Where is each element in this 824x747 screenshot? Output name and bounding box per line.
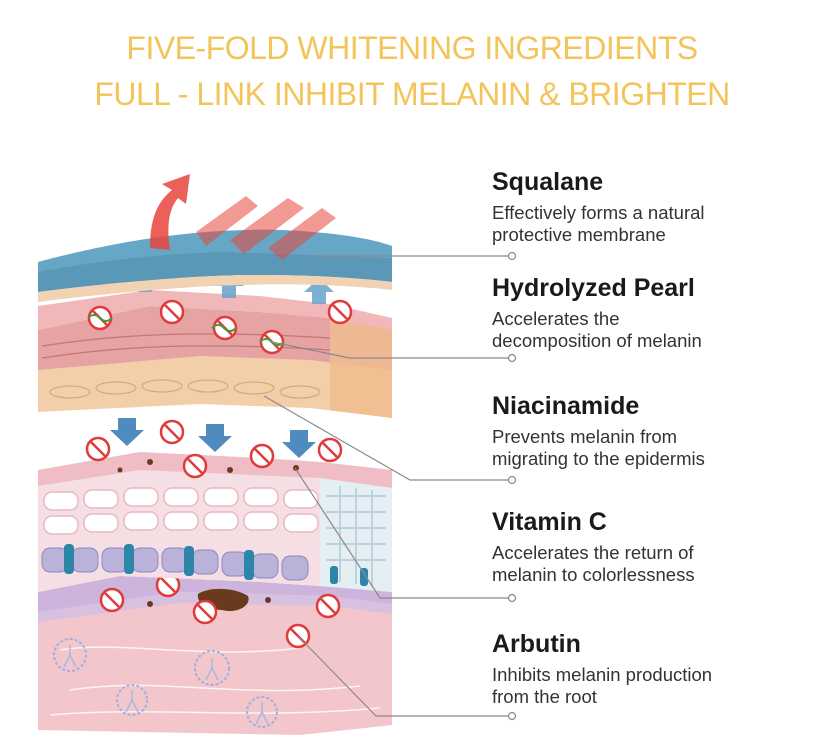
ingredient-desc: Accelerates the decomposition of melanin [492,308,812,352]
ingredient-name: Arbutin [492,630,581,658]
desc-line-2: decomposition of melanin [492,330,702,351]
ingredient-vitamin-c: Vitamin C Accelerates the return of mela… [492,508,812,586]
desc-line-1: Effectively forms a natural [492,202,705,223]
inhibit-icon [249,443,275,469]
lattice-icon [116,684,148,716]
desc-line-2: protective membrane [492,224,666,245]
ingredient-name: Hydrolyzed Pearl [492,274,695,302]
inhibit-icon [192,599,218,625]
lattice-icon [194,650,230,686]
leader-dot [507,593,517,603]
inhibit-icon [159,419,185,445]
ingredient-desc: Prevents melanin from migrating to the e… [492,426,812,470]
desc-line-1: Prevents melanin from [492,426,678,447]
inhibit-icon [327,299,353,325]
desc-line-1: Accelerates the return of [492,542,694,563]
lattice-icon [246,696,278,728]
desc-line-2: from the root [492,686,597,707]
ingredient-name: Vitamin C [492,508,607,536]
desc-line-2: melanin to colorlessness [492,564,695,585]
protective-membrane [38,229,392,302]
desc-line-1: Accelerates the [492,308,620,329]
reflection-arrows [150,174,336,260]
leader-dot [507,251,517,261]
inhibit-icon [159,299,185,325]
ingredient-hydrolyzed-pearl: Hydrolyzed Pearl Accelerates the decompo… [492,274,812,352]
leader-lines [263,255,512,717]
inhibit-icon [99,587,125,613]
ingredient-desc: Effectively forms a natural protective m… [492,202,812,246]
inhibit-icon [315,593,341,619]
lattice-icon [53,638,87,672]
title-line-2: FULL - LINK INHIBIT MELANIN & BRIGHTEN [94,76,730,112]
ingredient-squalane: Squalane Effectively forms a natural pro… [492,168,812,246]
migration-arrows [110,418,316,458]
inhibit-icon [85,436,111,462]
ingredient-name: Squalane [492,168,604,196]
basal-layer [38,572,392,649]
tissue-layer [38,290,392,418]
ingredient-arbutin: Arbutin Inhibits melanin production from… [492,630,812,708]
desc-line-2: migrating to the epidermis [492,448,705,469]
inhibit-icon [317,437,343,463]
desc-line-1: Inhibits melanin production [492,664,713,685]
ingredient-desc: Inhibits melanin production from the roo… [492,664,812,708]
epidermis-cell-layer [38,419,392,592]
inhibit-icon [182,453,208,479]
leader-dot [507,475,517,485]
leader-dot [507,711,517,721]
ingredient-desc: Accelerates the return of melanin to col… [492,542,812,586]
title-line-1: FIVE-FOLD WHITENING INGREDIENTS [126,30,698,66]
leader-dot [507,353,517,363]
ingredient-name: Niacinamide [492,392,640,420]
ingredient-niacinamide: Niacinamide Prevents melanin from migrat… [492,392,812,470]
